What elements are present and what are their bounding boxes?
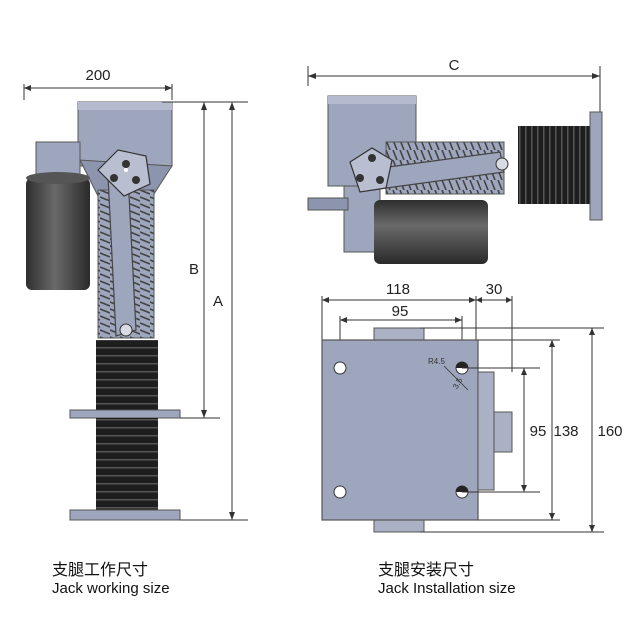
- dim-label-B: B: [189, 261, 199, 278]
- dim-label-30: 30: [486, 281, 503, 298]
- side-motor: [374, 200, 488, 264]
- dim-label-95-side: 95: [530, 423, 547, 440]
- dim-label-200: 200: [85, 67, 110, 84]
- lower-bellows: [96, 418, 158, 510]
- motor-cylinder: [26, 178, 90, 290]
- dim-label-C: C: [449, 57, 460, 74]
- dim-label-138: 138: [553, 423, 578, 440]
- radius-label: R4.5: [428, 357, 445, 366]
- dim-label-95-top: 95: [392, 303, 409, 320]
- dim-label-A: A: [213, 293, 223, 310]
- foot-plate: [69, 509, 181, 521]
- jack-side-view: C: [307, 57, 603, 264]
- jack-installation-view: 118 30 95 R4.5 3.5 95: [321, 281, 623, 533]
- mount-hole: [333, 361, 347, 375]
- mounting-plate: [321, 339, 479, 521]
- jack-working-view: 200 B: [23, 67, 248, 521]
- right-caption-cn: 支腿安装尺寸: [378, 560, 475, 579]
- left-caption-en: Jack working size: [52, 580, 170, 597]
- dim-label-118: 118: [386, 281, 410, 298]
- side-foot-plate: [589, 111, 603, 221]
- left-caption-cn: 支腿工作尺寸: [52, 560, 149, 579]
- right-caption-en: Jack Installation size: [378, 580, 516, 597]
- side-bellows: [518, 126, 590, 204]
- middle-plate: [69, 409, 181, 419]
- dim-label-160: 160: [597, 423, 622, 440]
- upper-bellows: [96, 340, 158, 414]
- linkage-plate: [97, 149, 151, 197]
- mount-hole: [333, 485, 347, 499]
